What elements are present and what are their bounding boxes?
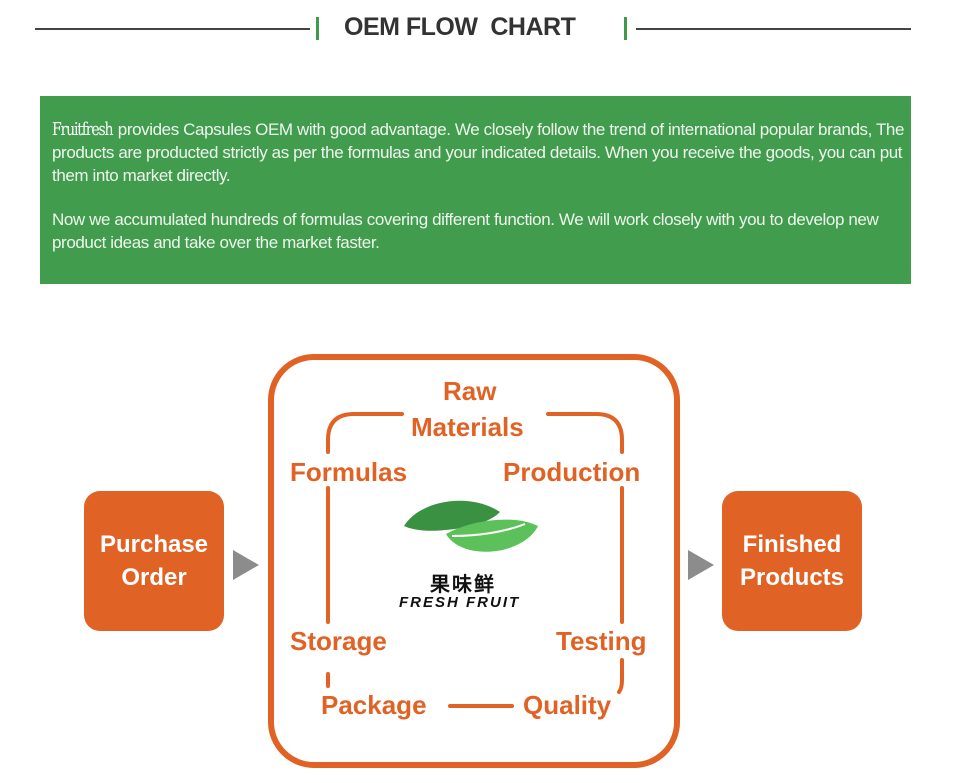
step-quality: Quality	[523, 690, 612, 720]
title-accent-right	[624, 17, 627, 40]
purchase-order-line2: Order	[121, 564, 187, 591]
logo-chinese-text: 果味鲜	[430, 574, 496, 596]
step-raw-materials-line1: Raw	[443, 376, 497, 406]
title-rule-left	[35, 28, 310, 30]
connector-testing-quality	[617, 658, 624, 694]
leaf-vein	[451, 523, 526, 537]
finished-products-box: Finished Products	[722, 491, 862, 631]
intro-banner: Fruitfresh provides Capsules OEM with go…	[40, 96, 911, 284]
connector-formulas-raw	[326, 412, 404, 454]
intro-paragraph-2: Now we accumulated hundreds of formulas …	[52, 210, 879, 252]
step-testing: Testing	[556, 626, 647, 656]
title-accent-left	[316, 17, 319, 40]
finished-products-line1: Finished	[742, 531, 842, 558]
logo-english-text: FRESH FRUIT	[399, 594, 521, 611]
purchase-order-line1: Purchase	[99, 531, 209, 558]
step-formulas: Formulas	[290, 457, 408, 487]
intro-paragraph-1: Fruitfresh provides Capsules OEM with go…	[52, 118, 911, 187]
intro-paragraph-1-text: provides Capsules OEM with good advantag…	[52, 120, 905, 185]
purchase-order-box: Purchase Order	[84, 491, 224, 631]
finished-products-line2: Products	[739, 564, 844, 591]
title-rule-right	[636, 28, 911, 30]
process-cycle-frame	[268, 354, 680, 768]
step-raw-materials-line2: Materials	[411, 412, 524, 442]
arrow-right-icon	[233, 550, 259, 580]
step-production: Production	[503, 457, 641, 487]
brand-name: Fruitfresh	[52, 119, 114, 140]
step-storage: Storage	[290, 626, 387, 656]
step-package: Package	[321, 690, 427, 720]
page-title: OEM FLOW CHART	[344, 13, 576, 41]
connector-raw-production	[546, 412, 624, 454]
arrow-right-icon	[688, 550, 714, 580]
